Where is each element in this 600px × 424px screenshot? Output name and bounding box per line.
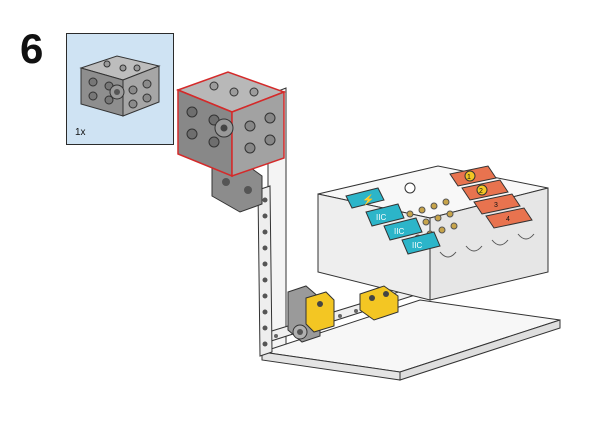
motor-port-label-1: 1 [467,174,471,181]
parts-callout: 1x [66,33,174,145]
servo-motor-highlighted [175,71,287,178]
iic-port-1: IIC [365,203,405,227]
motor-port-label-4: 4 [506,216,510,223]
motor-port-label-3: 3 [494,202,498,209]
power-port: ⚡ [345,187,385,209]
step-number: 6 [20,25,44,72]
base-frame [261,299,561,381]
parts-quantity: 1x [75,127,86,138]
iic-port-label-1: IIC [376,213,386,222]
motor-port-2: 2 [461,179,509,201]
servo-motor-icon [79,55,161,117]
iic-port-label-3: IIC [412,241,422,250]
vertical-beam [257,185,273,357]
motor-port-3: 3 [473,193,521,215]
motor-port-4: 4 [485,207,533,229]
yellow-connector-right [359,285,399,321]
iic-port-label-2: IIC [394,227,404,236]
lightning-icon: ⚡ [362,193,374,206]
motor-port-label-2: 2 [479,188,483,195]
yellow-connector-left [305,291,335,333]
motor-port-1: 1 [449,165,497,187]
iic-port-3: IIC [401,231,441,255]
iic-port-2: IIC [383,217,423,241]
